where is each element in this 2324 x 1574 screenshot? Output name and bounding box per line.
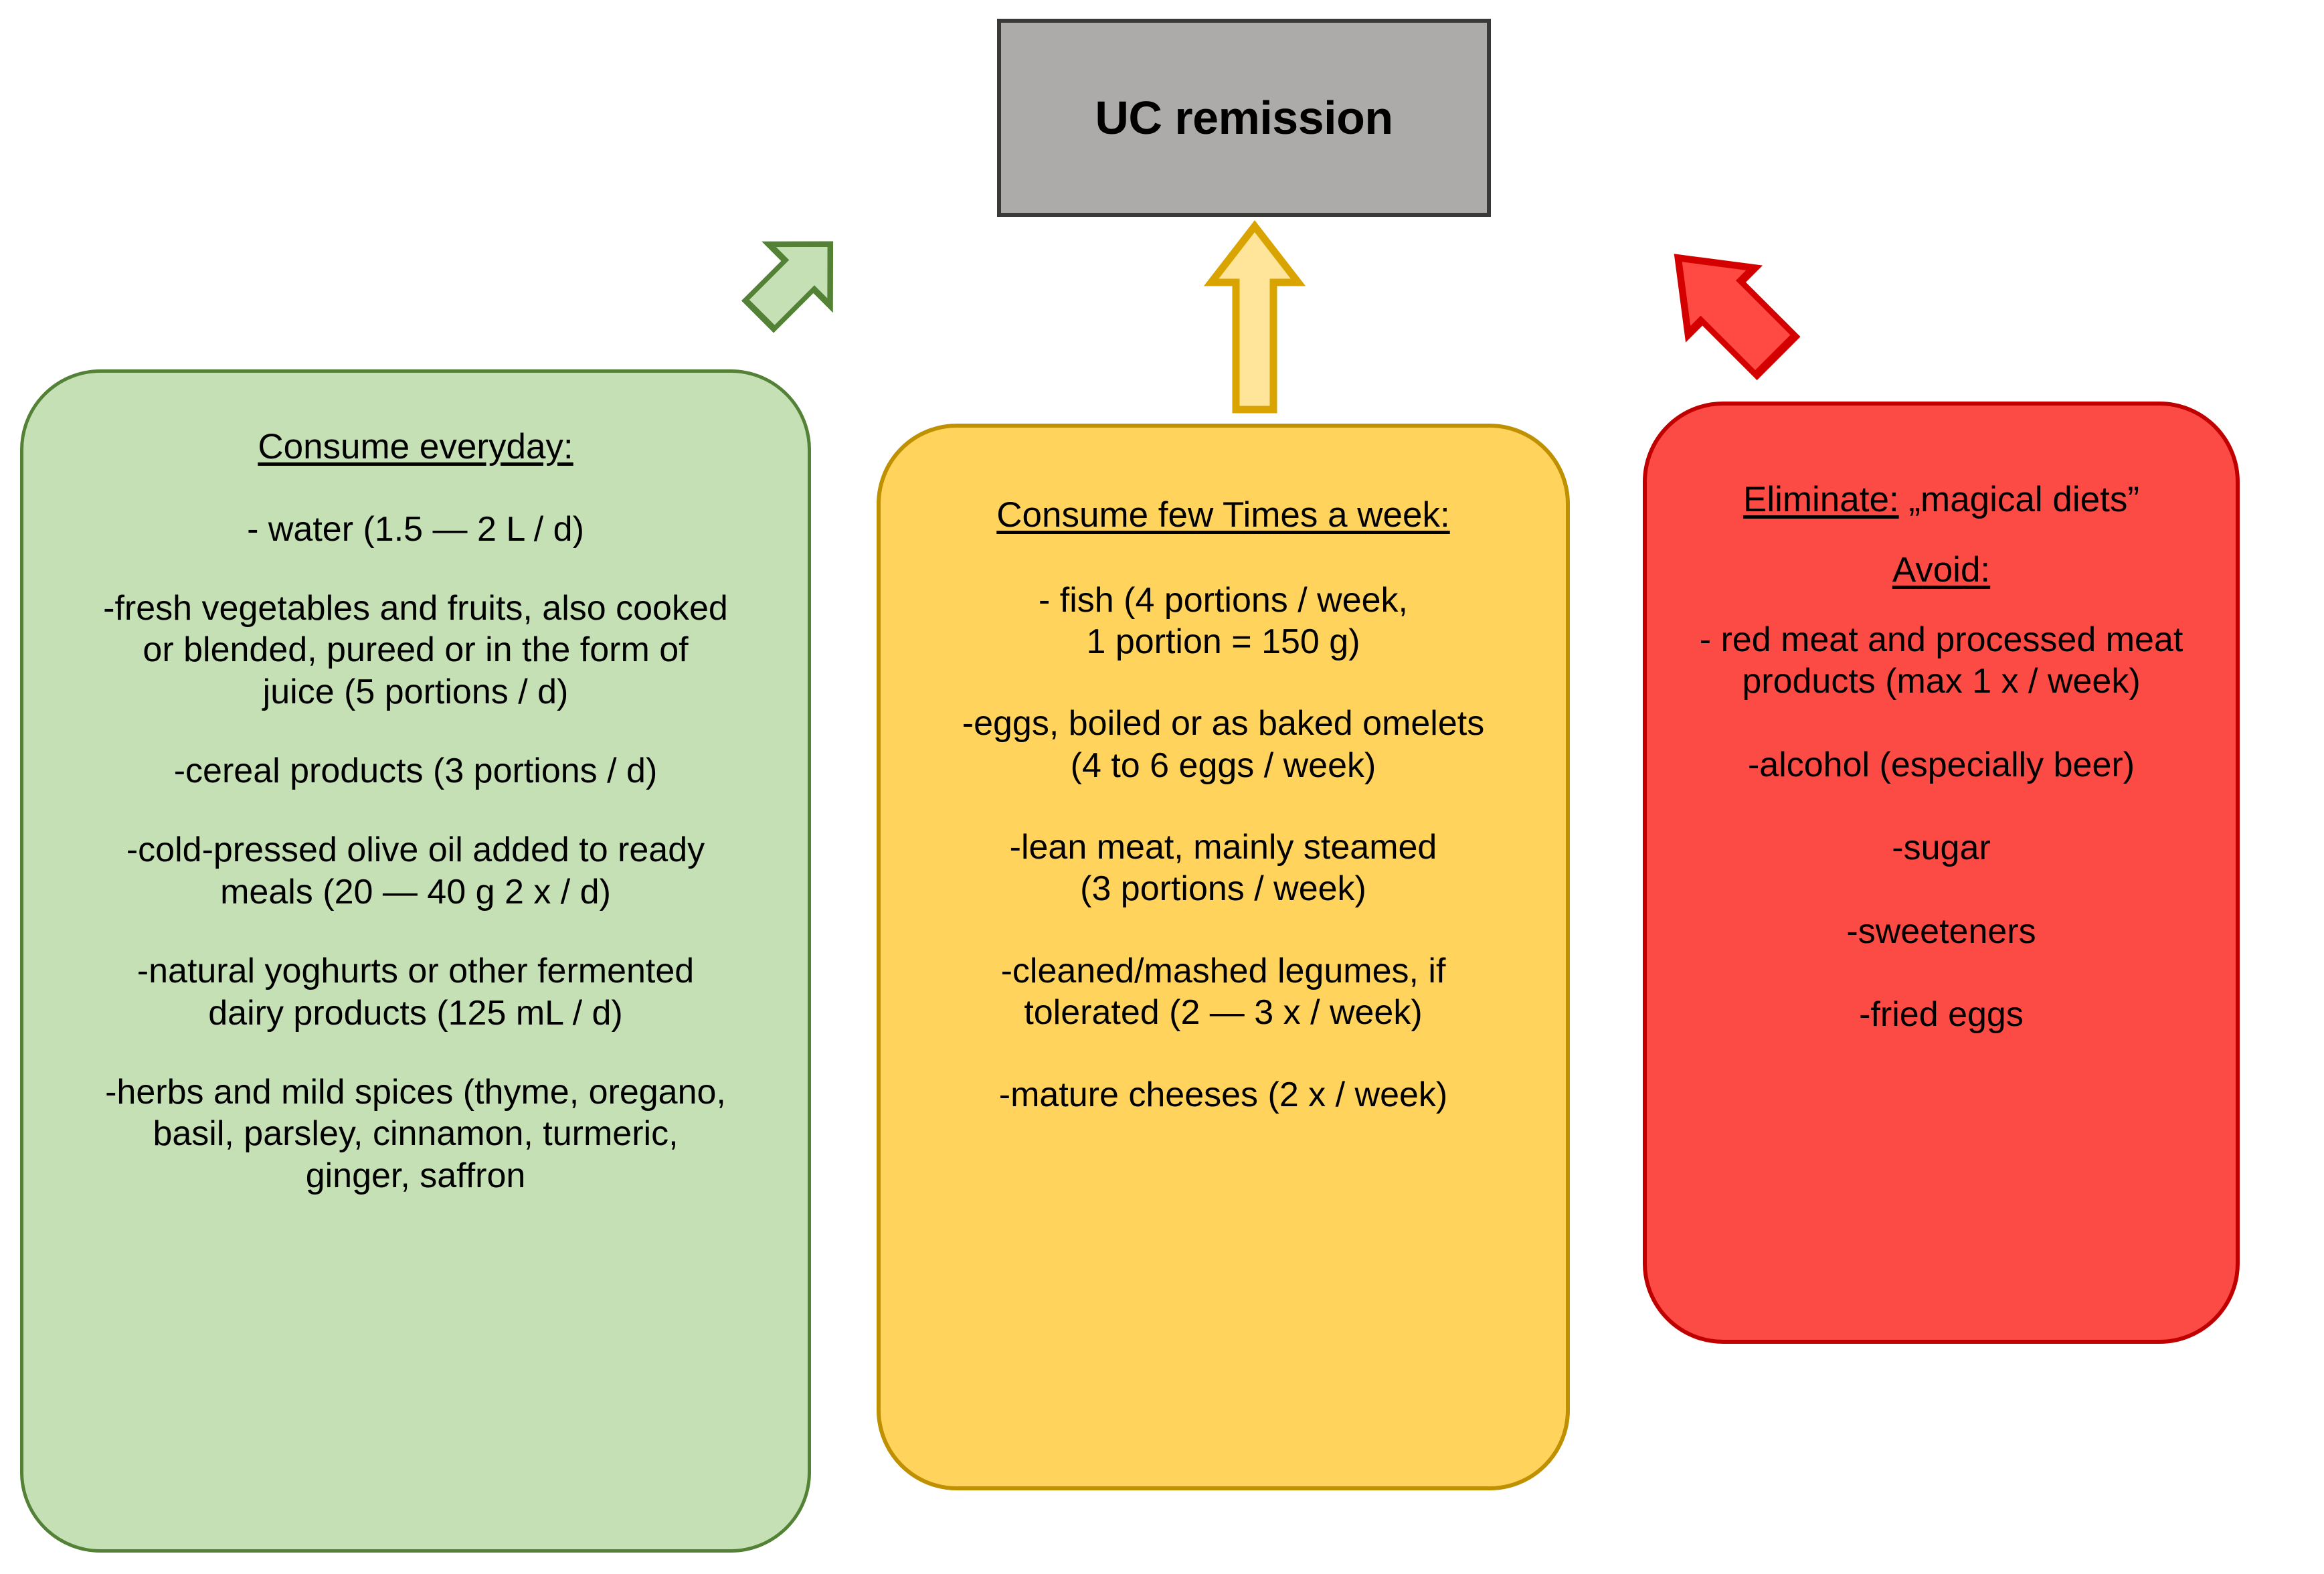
list-item: -cleaned/mashed legumes, if tolerated (2… — [1000, 951, 1446, 1033]
card-subheading-avoid: Avoid: — [1892, 549, 1991, 590]
list-item: -lean meat, mainly steamed (3 portions /… — [1009, 828, 1437, 909]
list-item: - fish (4 portions / week, 1 portion = 1… — [1039, 580, 1408, 661]
list-item: -alcohol (especially beer) — [1747, 745, 2135, 784]
red-arrow — [1638, 221, 1822, 396]
card-heading-few-times: Consume few Times a week: — [996, 495, 1450, 535]
list-item: -sugar — [1892, 828, 1991, 868]
list-item: -mature cheeses (2 x / week) — [998, 1075, 1448, 1114]
card-consume-everyday: Consume everyday: - water (1.5 — 2 L / d… — [20, 369, 811, 1553]
card-eliminate-avoid: Eliminate: „magical diets” Avoid: - red … — [1643, 402, 2240, 1344]
page-title: UC remission — [1095, 92, 1393, 144]
list-item: -sweeteners — [1846, 911, 2036, 951]
list-item: -eggs, boiled or as baked omelets (4 to … — [962, 704, 1485, 785]
list-item: - red meat and processed meat products (… — [1699, 620, 2183, 701]
green-arrow — [681, 209, 875, 386]
card-consume-few-times-a-week: Consume few Times a week: - fish (4 port… — [877, 424, 1570, 1490]
list-item: -natural yoghurts or other fermented dai… — [137, 952, 695, 1033]
list-item: -herbs and mild spices (thyme, oregano, … — [105, 1073, 726, 1195]
list-item: -fried eggs — [1859, 995, 2024, 1035]
card-heading-eliminate: Eliminate: „magical diets” — [1742, 480, 2140, 519]
list-item: -cold-pressed olive oil added to ready m… — [126, 830, 705, 911]
list-item: -cereal products (3 portions / d) — [173, 752, 658, 791]
card-heading-everyday: Consume everyday: — [258, 427, 573, 466]
list-item: -fresh vegetables and fruits, also cooke… — [103, 588, 728, 711]
eliminate-quoted-phrase: „magical diets” — [1898, 480, 2140, 519]
uc-remission-box: UC remission — [997, 19, 1491, 217]
yellow-arrow — [1203, 220, 1306, 415]
list-item: - water (1.5 — 2 L / d) — [247, 509, 584, 549]
